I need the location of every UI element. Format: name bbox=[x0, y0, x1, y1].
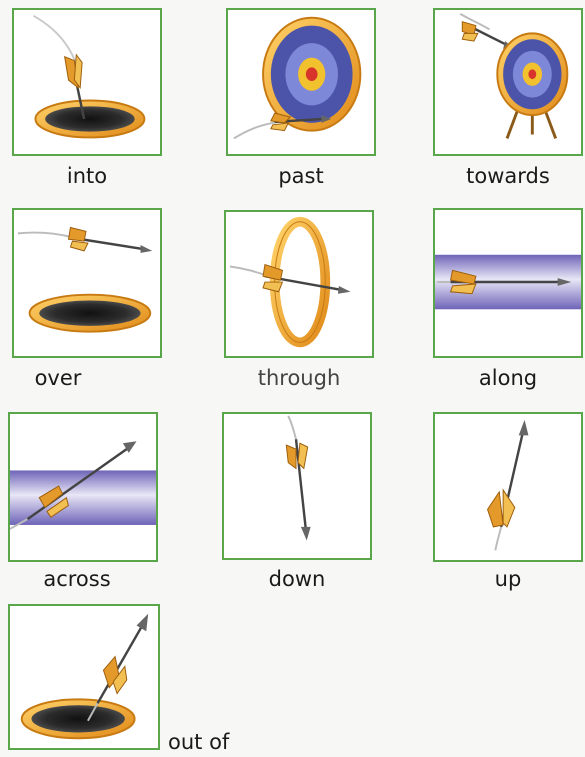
arrow-through-ring-icon bbox=[226, 212, 372, 356]
card-past bbox=[226, 8, 376, 156]
arrow-towards-target-icon bbox=[435, 10, 581, 154]
card-through bbox=[224, 210, 374, 358]
arrow-across-pipe-icon bbox=[10, 414, 156, 560]
card-up bbox=[433, 412, 583, 562]
label-past: past bbox=[226, 164, 376, 188]
card-across bbox=[8, 412, 158, 562]
arrow-up-icon bbox=[435, 414, 581, 560]
label-down: down bbox=[222, 567, 372, 591]
label-towards: towards bbox=[433, 164, 583, 188]
arrow-out-of-hole-icon bbox=[10, 606, 158, 748]
card-over bbox=[12, 208, 162, 358]
arrow-down-icon bbox=[224, 414, 370, 558]
label-through: through bbox=[224, 366, 374, 390]
card-out-of bbox=[8, 604, 160, 750]
card-down bbox=[222, 412, 372, 560]
label-out-of: out of bbox=[168, 730, 229, 754]
label-over: over bbox=[8, 366, 108, 390]
label-up: up bbox=[433, 567, 583, 591]
label-across: across bbox=[2, 567, 152, 591]
arrow-into-hole-icon bbox=[14, 10, 160, 154]
card-towards bbox=[433, 8, 583, 156]
arrow-along-pipe-icon bbox=[435, 210, 581, 356]
label-along: along bbox=[433, 366, 583, 390]
label-into: into bbox=[12, 164, 162, 188]
arrow-over-hole-icon bbox=[14, 210, 160, 356]
arrow-past-target-icon bbox=[228, 10, 374, 154]
card-along bbox=[433, 208, 583, 358]
card-into bbox=[12, 8, 162, 156]
